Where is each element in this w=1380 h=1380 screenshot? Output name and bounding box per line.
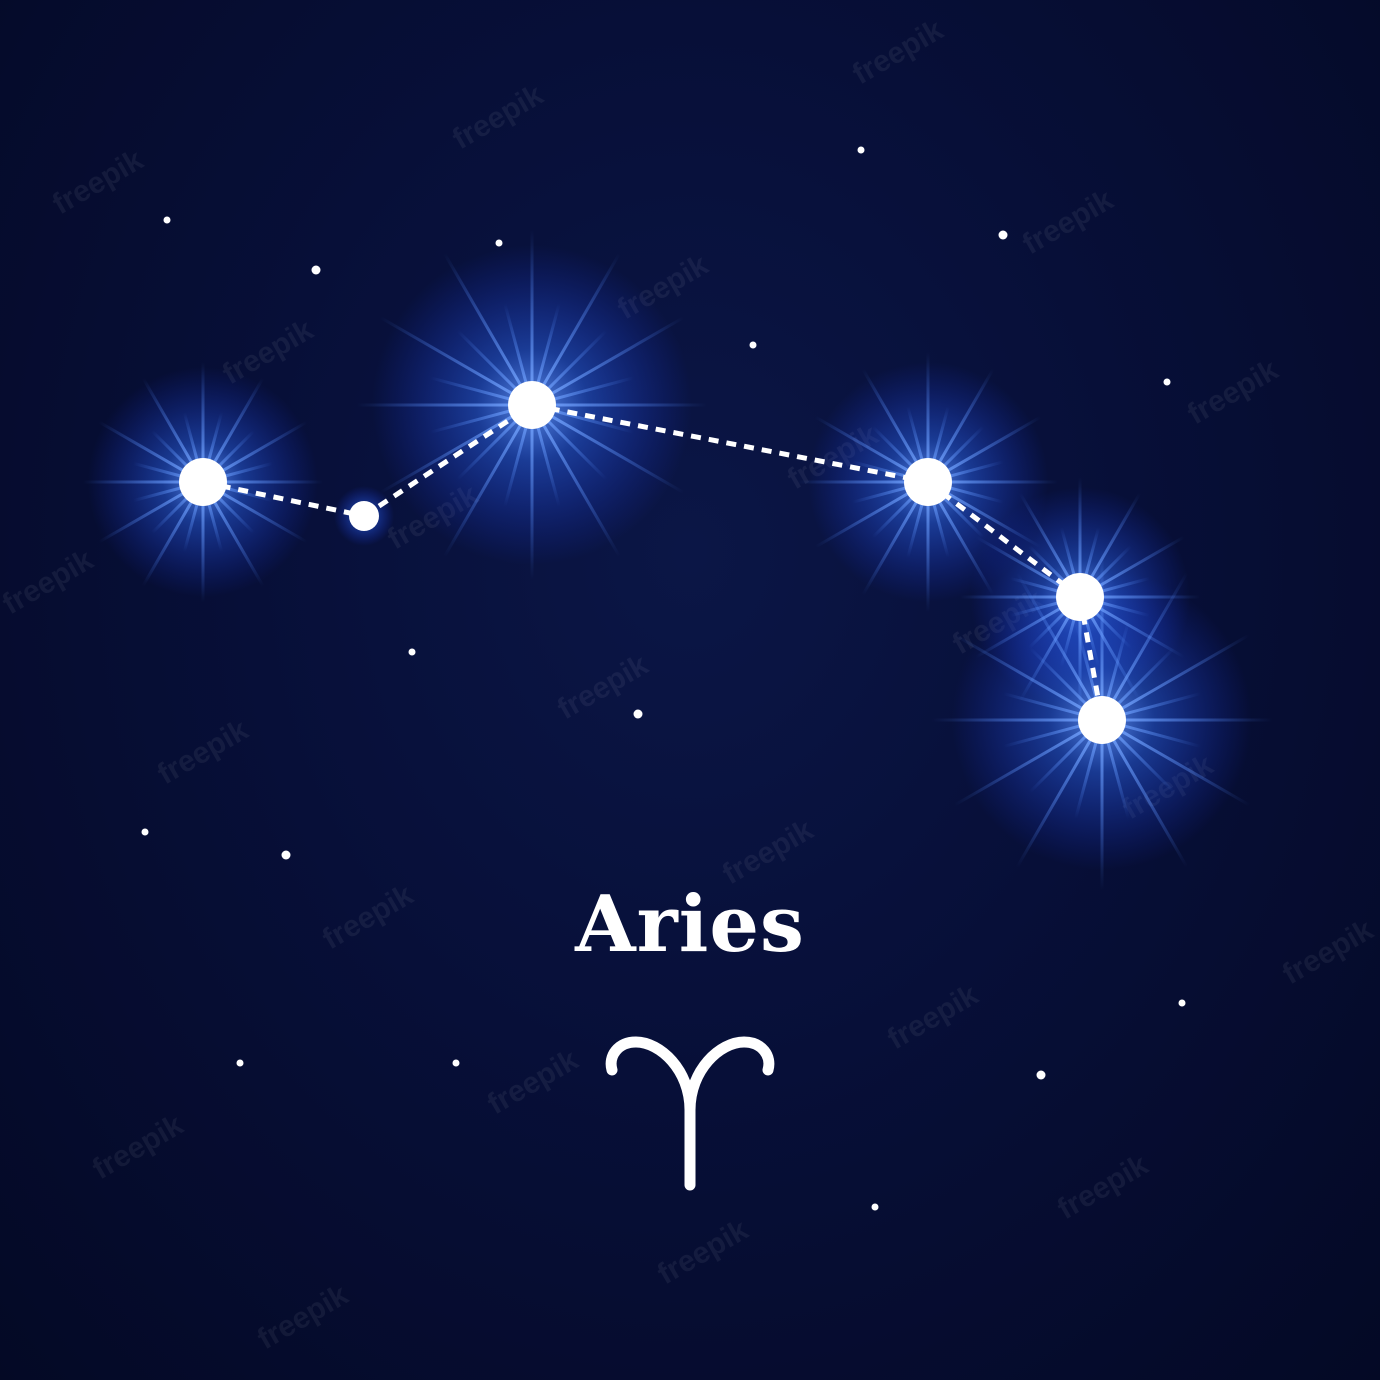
background-star <box>452 1059 460 1067</box>
watermark: freepik <box>482 1043 584 1121</box>
background-star <box>408 648 416 656</box>
background-star <box>749 341 757 349</box>
watermark: freepik <box>87 1108 189 1186</box>
background-star <box>1036 1070 1046 1080</box>
background-star <box>163 216 171 224</box>
constellation-star <box>1078 696 1126 744</box>
constellation-star <box>349 501 379 531</box>
background-star <box>998 230 1008 240</box>
constellation-star <box>508 381 556 429</box>
watermark: freepik <box>252 1278 354 1356</box>
watermark: freepik <box>882 978 984 1056</box>
background-star <box>281 850 291 860</box>
background-star <box>495 239 503 247</box>
watermark: freepik <box>1052 1148 1154 1226</box>
background-stars <box>141 146 1186 1211</box>
background-star <box>311 265 321 275</box>
constellation-line <box>531 402 929 485</box>
aries-symbol-icon <box>605 1036 775 1191</box>
watermark: freepik <box>652 1213 754 1291</box>
background-star <box>871 1203 879 1211</box>
constellation-stars <box>179 381 1126 744</box>
background-star <box>141 828 149 836</box>
watermark: freepik <box>1017 183 1119 261</box>
background-star <box>1178 999 1186 1007</box>
watermark: freepik <box>0 543 99 621</box>
watermark: freepik <box>447 78 549 156</box>
watermark: freepik <box>47 143 149 221</box>
background-star <box>633 709 643 719</box>
background-star <box>1163 378 1171 386</box>
watermark: freepik <box>847 13 949 91</box>
watermark: freepik <box>1182 353 1284 431</box>
constellation-star <box>904 458 952 506</box>
constellation-name: Aries <box>575 879 805 970</box>
constellation-line <box>362 402 534 519</box>
background-star <box>236 1059 244 1067</box>
constellation-star <box>179 458 227 506</box>
constellation-line <box>926 480 1082 599</box>
watermark: freepik <box>152 713 254 791</box>
constellation-line <box>202 479 365 519</box>
background-star <box>857 146 865 154</box>
constellation-star <box>1056 573 1104 621</box>
